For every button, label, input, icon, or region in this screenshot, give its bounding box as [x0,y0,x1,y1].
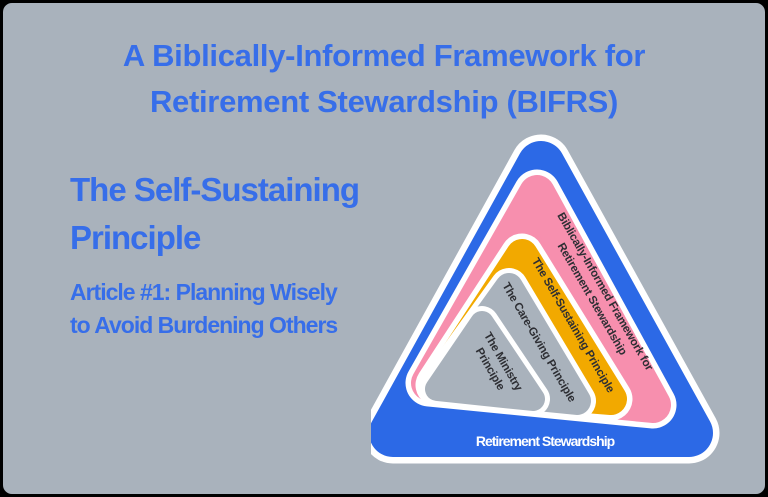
article-heading-line1: Article #1: Planning Wisely [70,279,338,305]
retirement-stewardship-base-label: Retirement Stewardship [476,433,615,449]
main-title-line1: A Biblically-Informed Framework for [122,38,646,73]
bifrs-triangle-diagram: Biblically-Informed Framework forRetirem… [371,134,720,464]
main-title-line2: Retirement Stewardship (BIFRS) [149,84,619,119]
ministry-triangle [425,311,545,411]
article-heading-line2: to Avoid Burdening Others [70,312,338,338]
principle-subtitle-line1: The Self-Sustaining [70,171,360,208]
article-heading: Article #1: Planning Wisely to Avoid Burd… [70,276,338,342]
principle-subtitle-line2: Principle [70,219,201,256]
